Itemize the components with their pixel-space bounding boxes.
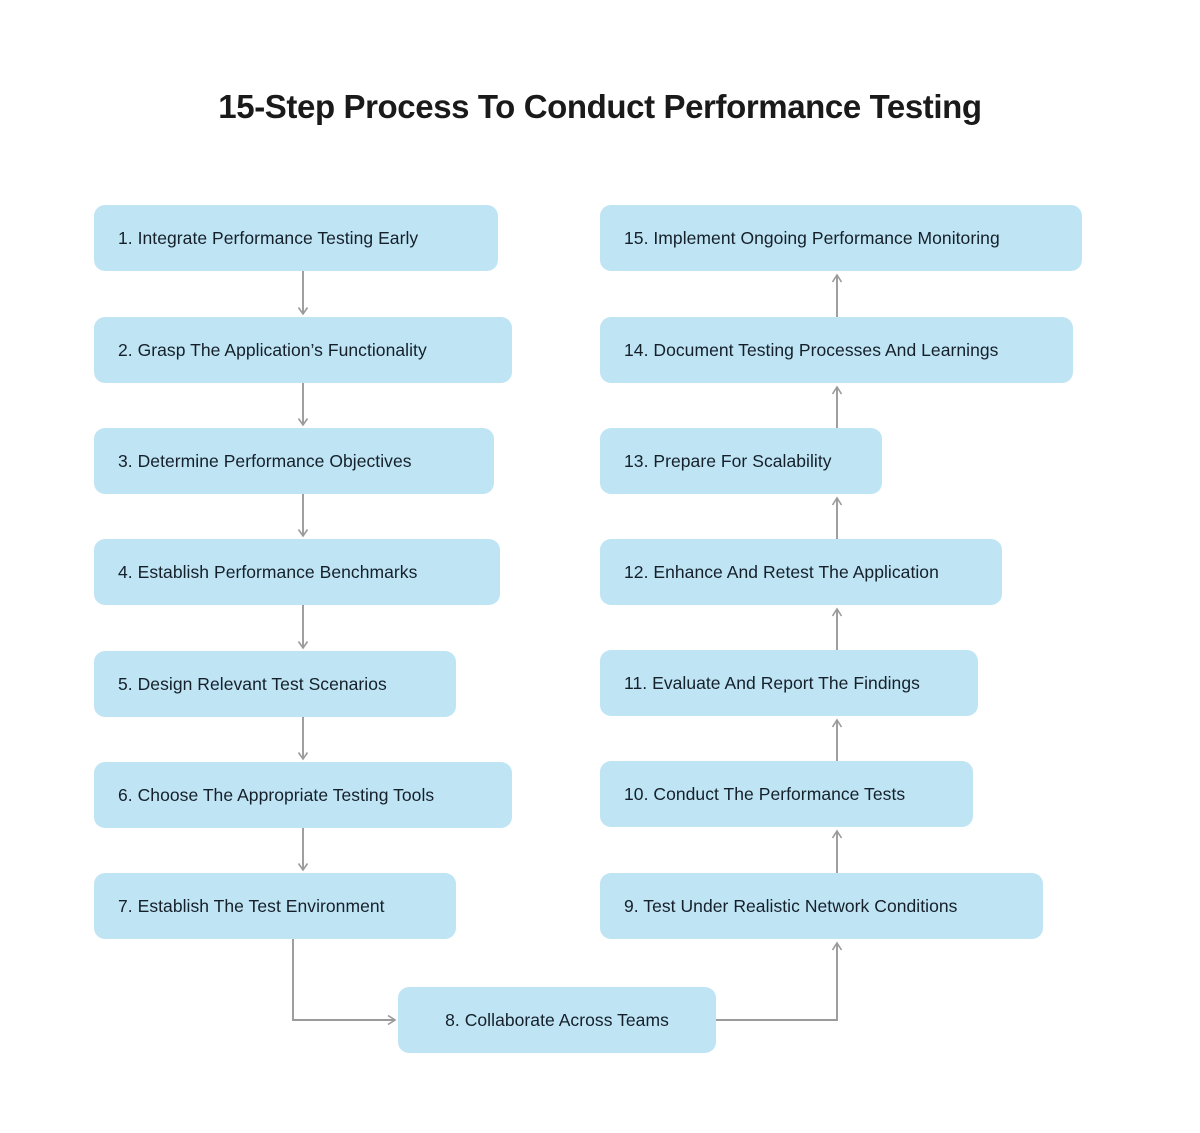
step-label-12: 12. Enhance And Retest The Application (624, 562, 939, 582)
step-box-9[interactable]: 9. Test Under Realistic Network Conditio… (600, 873, 1043, 939)
edge-10-to-11 (831, 718, 843, 761)
step-box-3[interactable]: 3. Determine Performance Objectives (94, 428, 494, 494)
step-box-1[interactable]: 1. Integrate Performance Testing Early (94, 205, 498, 271)
edge-9-to-10 (831, 829, 843, 873)
step-box-4[interactable]: 4. Establish Performance Benchmarks (94, 539, 500, 605)
step-box-5[interactable]: 5. Design Relevant Test Scenarios (94, 651, 456, 717)
step-label-13: 13. Prepare For Scalability (624, 451, 832, 471)
edge-12-to-13 (831, 496, 843, 539)
step-label-15: 15. Implement Ongoing Performance Monito… (624, 228, 1000, 248)
edge-1-to-2 (297, 271, 309, 316)
step-box-13[interactable]: 13. Prepare For Scalability (600, 428, 882, 494)
step-label-10: 10. Conduct The Performance Tests (624, 784, 906, 804)
step-label-3: 3. Determine Performance Objectives (118, 451, 412, 471)
step-box-15[interactable]: 15. Implement Ongoing Performance Monito… (600, 205, 1082, 271)
edge-13-to-14 (831, 385, 843, 428)
step-label-9: 9. Test Under Realistic Network Conditio… (624, 896, 958, 916)
step-label-8: 8. Collaborate Across Teams (445, 1010, 669, 1030)
step-label-6: 6. Choose The Appropriate Testing Tools (118, 785, 435, 805)
step-box-7[interactable]: 7. Establish The Test Environment (94, 873, 456, 939)
step-box-8[interactable]: 8. Collaborate Across Teams (398, 987, 716, 1053)
step-label-4: 4. Establish Performance Benchmarks (118, 562, 418, 582)
edge-7-to-8 (292, 939, 397, 1026)
step-label-14: 14. Document Testing Processes And Learn… (624, 340, 999, 360)
step-box-12[interactable]: 12. Enhance And Retest The Application (600, 539, 1002, 605)
page-title: 15-Step Process To Conduct Performance T… (218, 88, 982, 125)
edge-11-to-12 (831, 607, 843, 650)
edge-2-to-3 (297, 383, 309, 427)
step-box-6[interactable]: 6. Choose The Appropriate Testing Tools (94, 762, 512, 828)
step-box-10[interactable]: 10. Conduct The Performance Tests (600, 761, 973, 827)
step-label-7: 7. Establish The Test Environment (118, 896, 385, 916)
edge-4-to-5 (297, 605, 309, 650)
edge-14-to-15 (831, 273, 843, 317)
step-label-1: 1. Integrate Performance Testing Early (118, 228, 419, 248)
step-box-14[interactable]: 14. Document Testing Processes And Learn… (600, 317, 1073, 383)
step-box-2[interactable]: 2. Grasp The Application’s Functionality (94, 317, 512, 383)
step-label-2: 2. Grasp The Application’s Functionality (118, 340, 427, 360)
edge-8-to-9 (716, 941, 843, 1021)
step-label-5: 5. Design Relevant Test Scenarios (118, 674, 387, 694)
step-label-11: 11. Evaluate And Report The Findings (624, 673, 920, 693)
edge-5-to-6 (297, 717, 309, 761)
edge-3-to-4 (297, 494, 309, 538)
step-box-11[interactable]: 11. Evaluate And Report The Findings (600, 650, 978, 716)
edge-6-to-7 (297, 828, 309, 872)
